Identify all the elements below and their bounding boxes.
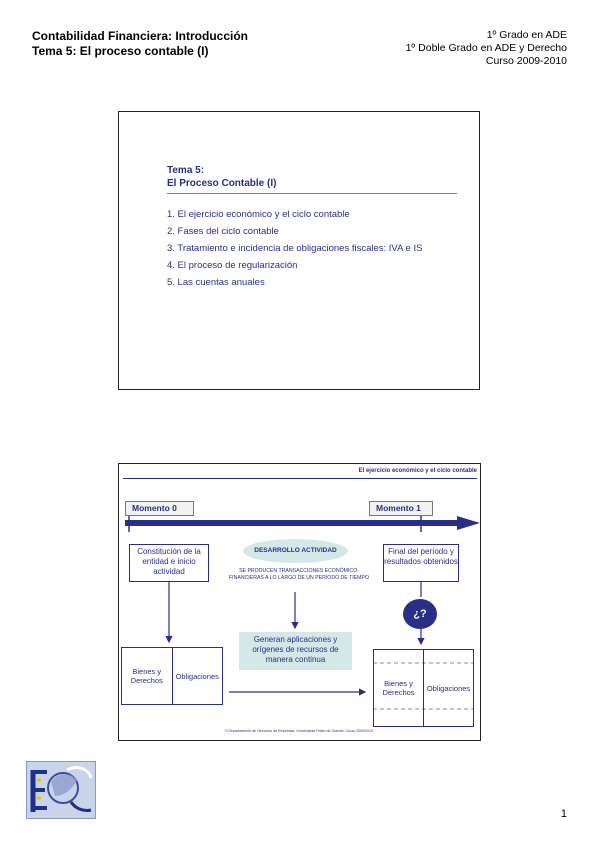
slide-1-title-line-1: Tema 5: — [167, 165, 205, 176]
title-divider — [167, 193, 457, 194]
degree-line-2: 1º Doble Grado en ADE y Derecho — [405, 42, 567, 54]
page-number: 1 — [560, 808, 567, 820]
bienes-cell: Bienes y Derechos — [130, 667, 163, 685]
list-item: 1. El ejercicio económico y el ciclo con… — [167, 209, 350, 220]
degree-line-1: 1º Grado en ADE — [486, 29, 567, 41]
obligaciones-cell: Obligaciones — [171, 648, 223, 704]
moment-1-label: Momento 1 — [369, 501, 433, 516]
slide-2-header-line — [123, 478, 477, 479]
university-logo — [26, 761, 96, 819]
slide-2: El ejercicio económico y el ciclo contab… — [118, 463, 481, 741]
balance-table-start: Bienes y Derechos Obligaciones — [121, 647, 223, 705]
course-year: Curso 2009-2010 — [485, 55, 567, 67]
header-right: 1º Grado en ADE 1º Doble Grado en ADE y … — [406, 29, 567, 68]
final-period-box: Final del período y resultados obtenidos — [383, 544, 459, 582]
list-item: 4. El proceso de regularización — [167, 260, 298, 271]
header-left: Contabilidad Financiera: Introducción Te… — [32, 29, 248, 59]
balance-table-end: Bienes y Derechos Obligaciones — [373, 649, 474, 727]
question-bubble: ¿? — [403, 599, 437, 629]
transactions-text: SE PRODUCEN TRANSACCIONES ECONÓMICO-FINA… — [229, 568, 369, 581]
constitucion-box: Constitución de la entidad e inicio acti… — [129, 544, 209, 582]
slide-1-title-line-2: El Proceso Contable (I) — [167, 178, 277, 189]
copyright-footer: © Departamento de Dirección de Empresas.… — [224, 729, 374, 733]
bienes-cell: Bienes y Derechos — [382, 679, 415, 697]
slide-1-title: Tema 5: El Proceso Contable (I) — [167, 164, 276, 190]
list-item: 3. Tratamiento e incidencia de obligacio… — [167, 243, 423, 254]
course-title: Contabilidad Financiera: Introducción — [32, 29, 249, 43]
list-item: 5. Las cuentas anuales — [167, 277, 265, 288]
desarrollo-ellipse: DESARROLLO ACTIVIDAD — [243, 539, 348, 563]
generan-box: Generan aplicaciones y orígenes de recur… — [239, 632, 352, 670]
contents-list: 1. El ejercicio económico y el ciclo con… — [167, 206, 422, 291]
logo-emblem-icon — [27, 762, 95, 818]
timeline-arrow — [125, 516, 480, 530]
list-item: 2. Fases del ciclo contable — [167, 226, 279, 237]
topic-title: Tema 5: El proceso contable (I) — [32, 44, 209, 58]
slide-2-header: El ejercicio económico y el ciclo contab… — [358, 468, 477, 474]
obligaciones-cell: Obligaciones — [423, 650, 473, 726]
moment-0-label: Momento 0 — [125, 501, 194, 516]
slide-1: Tema 5: El Proceso Contable (I) 1. El ej… — [118, 111, 480, 390]
